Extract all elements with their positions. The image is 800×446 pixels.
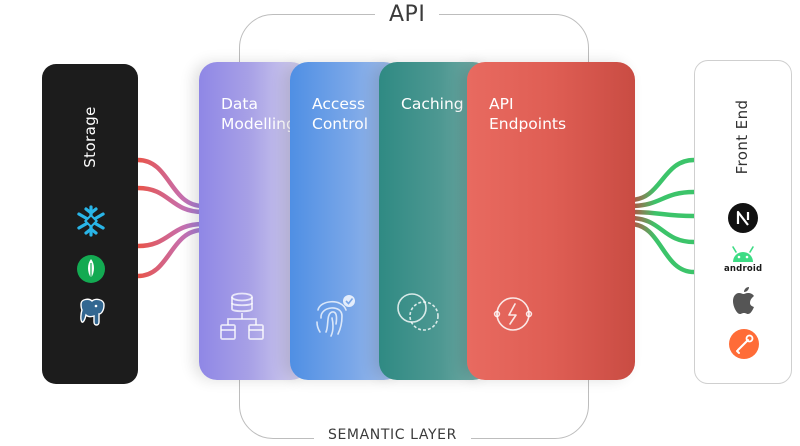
storage-label: Storage — [81, 106, 99, 168]
front-end-label: Front End — [733, 99, 751, 175]
postman-icon — [729, 329, 759, 359]
android-icon: android — [724, 244, 762, 276]
fingerprint-icon — [316, 295, 355, 337]
api-label: API — [375, 2, 440, 28]
apple-icon — [733, 287, 754, 314]
overlapping-circles-icon — [397, 293, 439, 331]
semantic-layer-label: SEMANTIC LAYER — [314, 426, 471, 444]
api-endpoints-card: API Endpoints — [467, 62, 635, 380]
postgresql-elephant-icon — [80, 298, 105, 326]
mongodb-leaf-icon — [77, 255, 105, 283]
android-head-icon — [732, 246, 754, 262]
nextjs-icon — [728, 203, 758, 233]
snowflake-icon — [77, 205, 105, 237]
data-modelling-title: Data Modelling — [221, 95, 296, 133]
android-wordmark: android — [724, 264, 763, 274]
access-control-title: Access Control — [312, 95, 369, 133]
api-endpoints-title: API Endpoints — [489, 95, 567, 133]
caching-title: Caching — [401, 95, 464, 113]
database-schema-icon — [220, 292, 264, 340]
api-plug-icon — [493, 297, 533, 331]
